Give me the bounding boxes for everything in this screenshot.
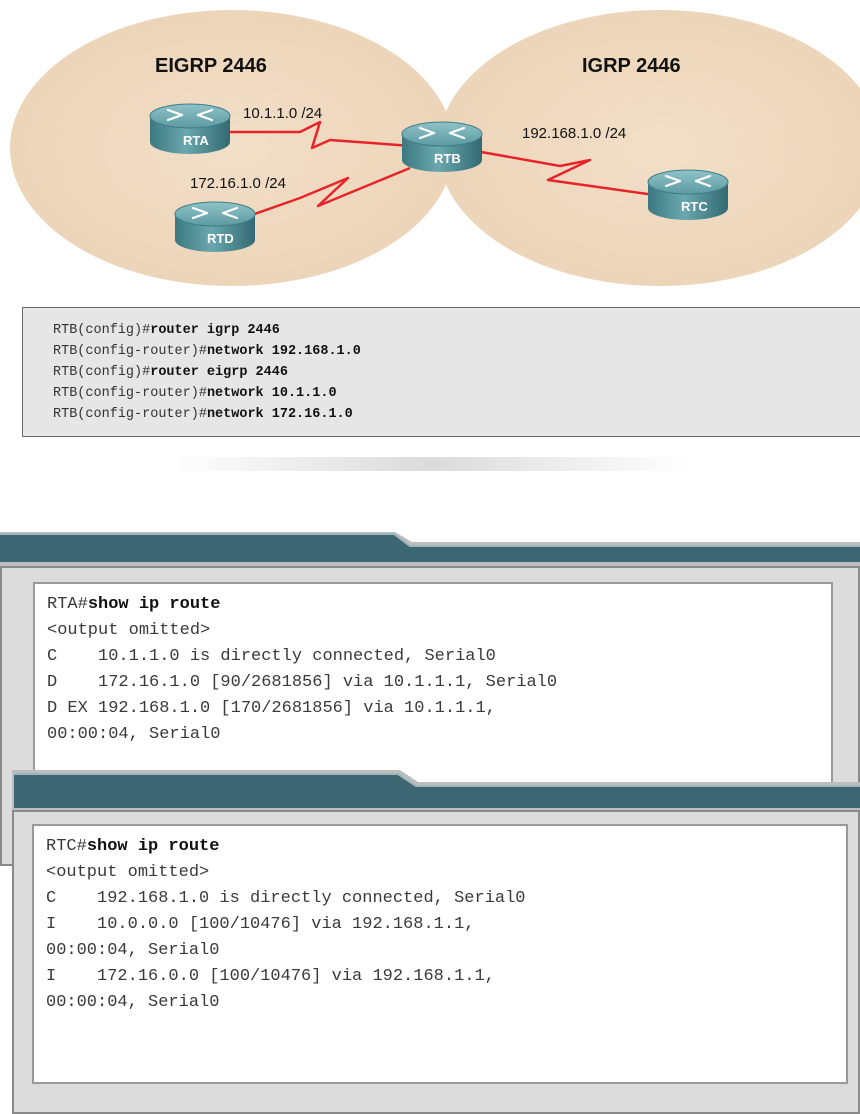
config-line: RTB(config-router)#network 172.16.1.0 (53, 407, 353, 422)
terminal-command-line: RTA#show ip route (47, 595, 221, 614)
config-line: RTB(config-router)#network 10.1.1.0 (53, 386, 337, 401)
terminal-output-line: I 10.0.0.0 [100/10476] via 192.168.1.1, (46, 915, 475, 934)
terminal-output-line: I 172.16.0.0 [100/10476] via 192.168.1.1… (46, 967, 495, 986)
router-rtc-label: RTC (681, 199, 708, 214)
rtb-config-box: RTB(config)#router igrp 2446 RTB(config-… (22, 307, 860, 437)
terminal-output-line: D EX 192.168.1.0 [170/2681856] via 10.1.… (47, 699, 496, 718)
serial-link-rtb-rtc (469, 148, 663, 198)
igrp-zone-title: IGRP 2446 (582, 55, 681, 77)
terminal-output-line: C 10.1.1.0 is directly connected, Serial… (47, 647, 496, 666)
config-line: RTB(config-router)#network 192.168.1.0 (53, 344, 361, 359)
network-label-10-1-1-0: 10.1.1.0 /24 (243, 105, 322, 122)
terminal-output-line: <output omitted> (47, 621, 211, 640)
terminal-output-line: <output omitted> (46, 863, 210, 882)
router-rtc: RTC (646, 168, 730, 222)
igrp-zone (438, 10, 860, 286)
terminal-output-line: 00:00:04, Serial0 (47, 725, 221, 744)
terminal-output-line: 00:00:04, Serial0 (46, 993, 220, 1012)
router-rta: RTA (148, 102, 232, 156)
config-line: RTB(config)#router igrp 2446 (53, 323, 280, 338)
terminal-command-line: RTC#show ip route (46, 837, 220, 856)
router-rtd: RTD (173, 200, 257, 254)
router-rtd-label: RTD (207, 231, 234, 246)
config-line: RTB(config)#router eigrp 2446 (53, 365, 288, 380)
terminal-output-line: C 192.168.1.0 is directly connected, Ser… (46, 889, 526, 908)
serial-link-rtd-rtb (214, 166, 411, 230)
eigrp-zone-title: EIGRP 2446 (155, 55, 267, 77)
serial-link-rta-rtb (210, 120, 413, 150)
router-rtb-label: RTB (434, 151, 461, 166)
network-topology: EIGRP 2446 IGRP 2446 10.1.1.0 /24 172.16… (10, 10, 860, 286)
rta-terminal: RTA#show ip route <output omitted> C 10.… (33, 582, 833, 797)
network-label-172-16-1-0: 172.16.1.0 /24 (190, 175, 286, 192)
terminal-output-line: D 172.16.1.0 [90/2681856] via 10.1.1.1, … (47, 673, 558, 692)
rtc-route-panel: RTC#show ip route <output omitted> C 192… (12, 770, 860, 1114)
eigrp-zone (10, 10, 454, 286)
router-rtb: RTB (400, 120, 484, 174)
rtc-terminal: RTC#show ip route <output omitted> C 192… (32, 824, 848, 1084)
terminal-output-line: 00:00:04, Serial0 (46, 941, 220, 960)
network-label-192-168-1-0: 192.168.1.0 /24 (522, 125, 626, 142)
divider-shadow (170, 457, 690, 471)
router-rta-label: RTA (183, 133, 209, 148)
